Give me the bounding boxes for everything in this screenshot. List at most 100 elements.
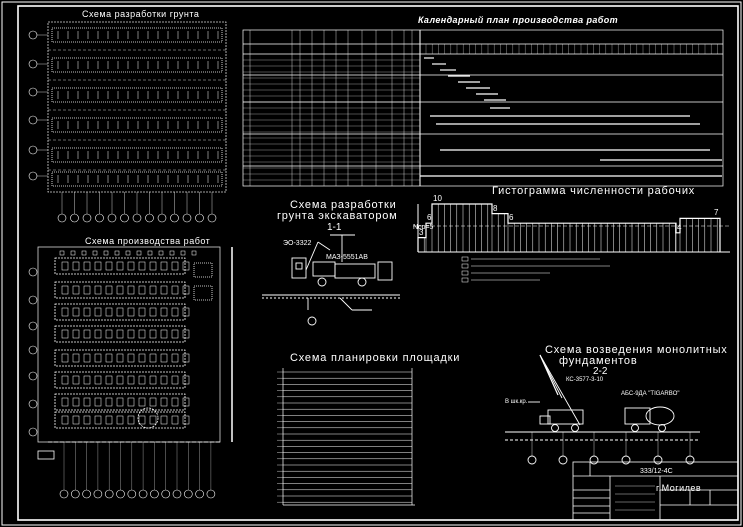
histogram-bar — [432, 204, 492, 252]
axis-bubble — [95, 213, 104, 223]
workers-histogram — [413, 203, 730, 253]
axis-bubble — [28, 295, 38, 305]
label-average-workers: Nср=5 — [413, 224, 434, 231]
axis-bubble — [182, 213, 192, 223]
title-leveling: Схема планировки площадки — [290, 352, 461, 364]
histogram-value-label: 6 — [509, 213, 514, 223]
histogram-value-label: 6 — [427, 213, 432, 223]
trench — [51, 27, 223, 43]
title-excavator-line1: Схема разработки — [290, 199, 397, 211]
section-label-2-2: 2-2 — [593, 366, 608, 377]
label-mixer-model: АБС-9ДА "TIGARBO" — [621, 391, 680, 397]
axis-bubble — [132, 213, 142, 223]
works-axis-numbers — [59, 442, 216, 499]
axis-bubble — [157, 213, 167, 223]
axis-bubble — [527, 455, 537, 465]
trench — [51, 147, 223, 163]
axis-bubble — [206, 489, 216, 499]
axis-bubble — [28, 427, 38, 437]
leveling-elevations — [277, 371, 283, 503]
excavation-axis-numbers — [57, 192, 217, 223]
excavator-section — [262, 234, 400, 326]
title-block — [572, 461, 739, 521]
axis-bubble — [28, 321, 38, 331]
histogram-value-label: 7 — [714, 208, 719, 218]
axis-bubble — [59, 489, 69, 499]
trench — [51, 117, 223, 133]
axis-bubble — [653, 455, 663, 465]
foundation-row — [54, 371, 186, 389]
foundation-row — [54, 257, 186, 275]
title-calendar-plan: Календарный план производства работ — [418, 15, 619, 25]
axis-bubble — [28, 371, 38, 381]
axis-bubble — [28, 399, 38, 409]
calendar-schedule-lines — [420, 57, 722, 177]
axis-bubble — [82, 213, 92, 223]
histogram-bar — [492, 214, 508, 252]
axis-bubble — [150, 489, 159, 499]
histogram-bar — [418, 238, 426, 252]
axis-bubble — [207, 213, 217, 223]
axis-bubble — [172, 489, 182, 499]
histogram-value-label: 3 — [419, 227, 424, 237]
axis-bubble — [28, 59, 38, 69]
foundation-row — [54, 325, 186, 343]
axis-bubble — [170, 213, 179, 223]
section-label-1-1: 1-1 — [327, 222, 342, 233]
title-foundations-line2: фундаментов — [559, 355, 638, 367]
foundation-row — [54, 281, 186, 299]
axis-bubble — [28, 145, 38, 155]
axis-bubble — [161, 489, 170, 499]
axis-bubble — [184, 489, 193, 499]
title-block-city: г.Могилев — [656, 483, 702, 493]
foundation-row — [54, 303, 186, 321]
works-axis-letters — [28, 267, 38, 437]
label-truck-model: МАЗ-5551АВ — [326, 254, 368, 261]
axis-bubble — [138, 489, 148, 499]
label-excavator-model: ЭО-3322 — [283, 240, 312, 247]
title-foundations-line1: Схема возведения монолитных — [545, 344, 728, 356]
histogram-value-label: 4 — [677, 222, 682, 232]
axis-bubble — [28, 267, 38, 277]
foundation-row — [54, 393, 186, 411]
axis-bubble — [70, 213, 79, 223]
trench — [51, 87, 223, 103]
foundation-row — [54, 349, 186, 367]
foundation-row — [54, 411, 186, 429]
histogram-legend — [461, 256, 610, 283]
histogram-value-label: 8 — [493, 203, 498, 213]
title-excavator-line2: грунта экскаватором — [277, 210, 398, 222]
calendar-table — [242, 29, 724, 187]
axis-bubble — [685, 455, 695, 465]
axis-bubble — [57, 213, 67, 223]
histogram-outline — [417, 203, 721, 252]
axis-bubble — [621, 455, 631, 465]
label-crane-model: КС-3577-3-10 — [566, 377, 604, 383]
title-histogram: Гистограмма численности рабочих — [492, 185, 696, 197]
axis-bubble — [120, 213, 129, 223]
excavation-plan — [47, 21, 227, 193]
leveling-scheme — [282, 368, 415, 506]
title-block-code: 333/12-4С — [640, 468, 673, 475]
axis-bubble — [195, 213, 204, 223]
excavation-axis-letters — [28, 30, 48, 181]
axis-bubble — [107, 213, 117, 223]
axis-bubble — [589, 455, 599, 465]
trench — [51, 57, 223, 73]
title-excavation-scheme: Схема разработки грунта — [82, 9, 200, 19]
axis-bubble — [82, 489, 91, 499]
axis-bubble — [28, 115, 38, 125]
axis-bubble — [28, 30, 38, 40]
axis-bubble — [28, 87, 38, 97]
axis-bubble — [116, 489, 125, 499]
axis-bubble — [93, 489, 103, 499]
label-bucket: B шк.кр. — [505, 399, 528, 405]
title-works-scheme: Схема производства работ — [85, 236, 211, 246]
histogram-bar — [676, 233, 680, 252]
trench — [51, 171, 223, 187]
axis-bubble — [71, 489, 80, 499]
axis-bubble — [104, 489, 114, 499]
histogram-value-label: 10 — [433, 194, 442, 203]
axis-bubble — [558, 455, 568, 465]
